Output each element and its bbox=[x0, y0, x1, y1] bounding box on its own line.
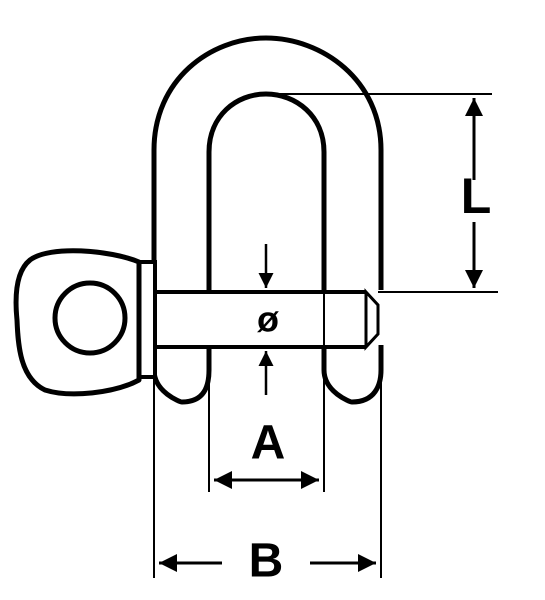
shackle-outer-outline bbox=[151, 35, 384, 290]
shackle-right-eye bbox=[321, 345, 384, 405]
shackle-left-eye bbox=[151, 345, 212, 405]
dimension-b-label: B bbox=[249, 535, 284, 588]
pin-tip bbox=[364, 288, 380, 351]
pin-head-hole bbox=[52, 280, 128, 356]
pin-diameter-label: ø bbox=[257, 299, 279, 340]
dimension-a-label: A bbox=[251, 417, 286, 470]
dimension-l-label: L bbox=[461, 168, 492, 224]
